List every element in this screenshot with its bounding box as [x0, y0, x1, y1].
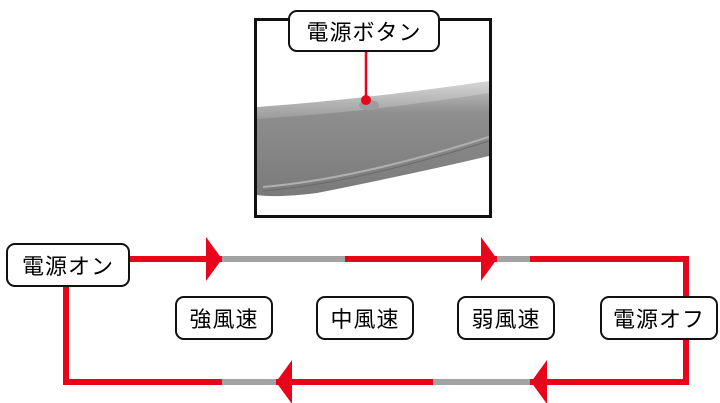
bottom-segment-1 — [530, 338, 689, 385]
state-strong-wind: 強風速 — [175, 296, 273, 340]
state-power-off: 電源オフ — [600, 296, 718, 340]
device-illustration — [257, 81, 489, 197]
device-photo — [254, 18, 492, 218]
bottom-segment-3 — [63, 287, 222, 385]
state-medium-wind: 中風速 — [316, 296, 414, 340]
top-arrow-1 — [206, 237, 222, 281]
power-button-marker — [361, 95, 371, 105]
state-power-on: 電源オン — [6, 243, 130, 287]
top-arrow-2 — [481, 237, 497, 281]
top-segment-3 — [530, 256, 689, 296]
state-weak-wind: 弱風速 — [457, 296, 555, 340]
bottom-arrow-1 — [531, 360, 547, 403]
power-button-label: 電源ボタン — [288, 10, 440, 52]
bottom-arrow-2 — [276, 360, 292, 403]
